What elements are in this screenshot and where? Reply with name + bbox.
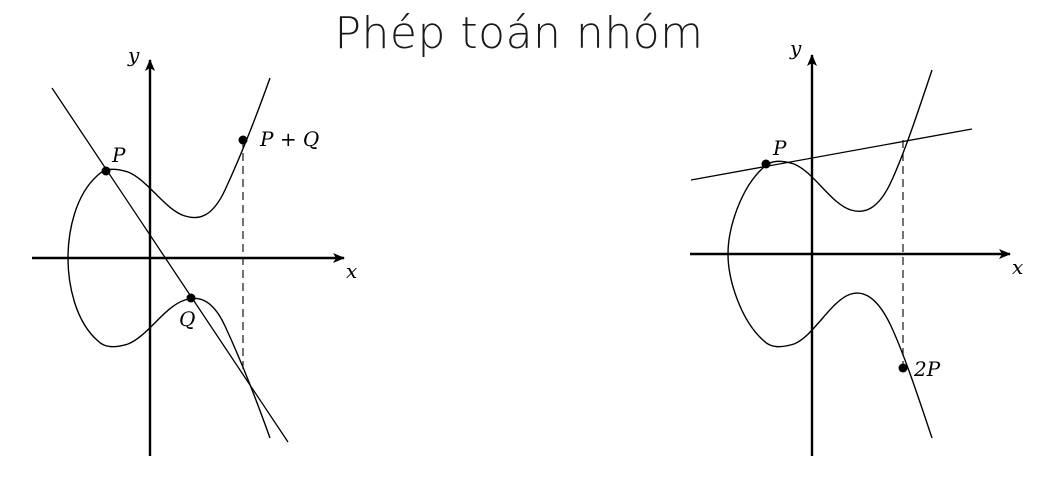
- left-diagram-addition: x y P Q P + Q: [32, 43, 357, 456]
- right-point-p-dot: [761, 159, 771, 169]
- right-elliptic-curve: [727, 69, 933, 439]
- left-point-p-dot: [101, 166, 111, 176]
- left-label-q: Q: [179, 307, 195, 331]
- right-label-p: P: [772, 136, 787, 160]
- left-point-q-dot: [186, 293, 196, 303]
- right-label-x: x: [1012, 255, 1023, 279]
- left-label-y: y: [127, 43, 140, 67]
- slide-title: Phép toán nhóm: [334, 8, 704, 59]
- right-point-double-dot: [898, 363, 908, 373]
- right-tangent-line: [690, 128, 973, 181]
- right-label-y: y: [789, 36, 802, 60]
- right-label-double: 2P: [913, 357, 941, 381]
- left-point-sum-dot: [238, 135, 248, 145]
- left-elliptic-curve: [67, 77, 271, 439]
- left-label-p: P: [111, 143, 126, 167]
- left-secant-line: [51, 87, 289, 443]
- left-label-x: x: [346, 259, 357, 283]
- left-label-sum: P + Q: [259, 127, 319, 151]
- right-diagram-doubling: x y P 2P: [690, 36, 1023, 456]
